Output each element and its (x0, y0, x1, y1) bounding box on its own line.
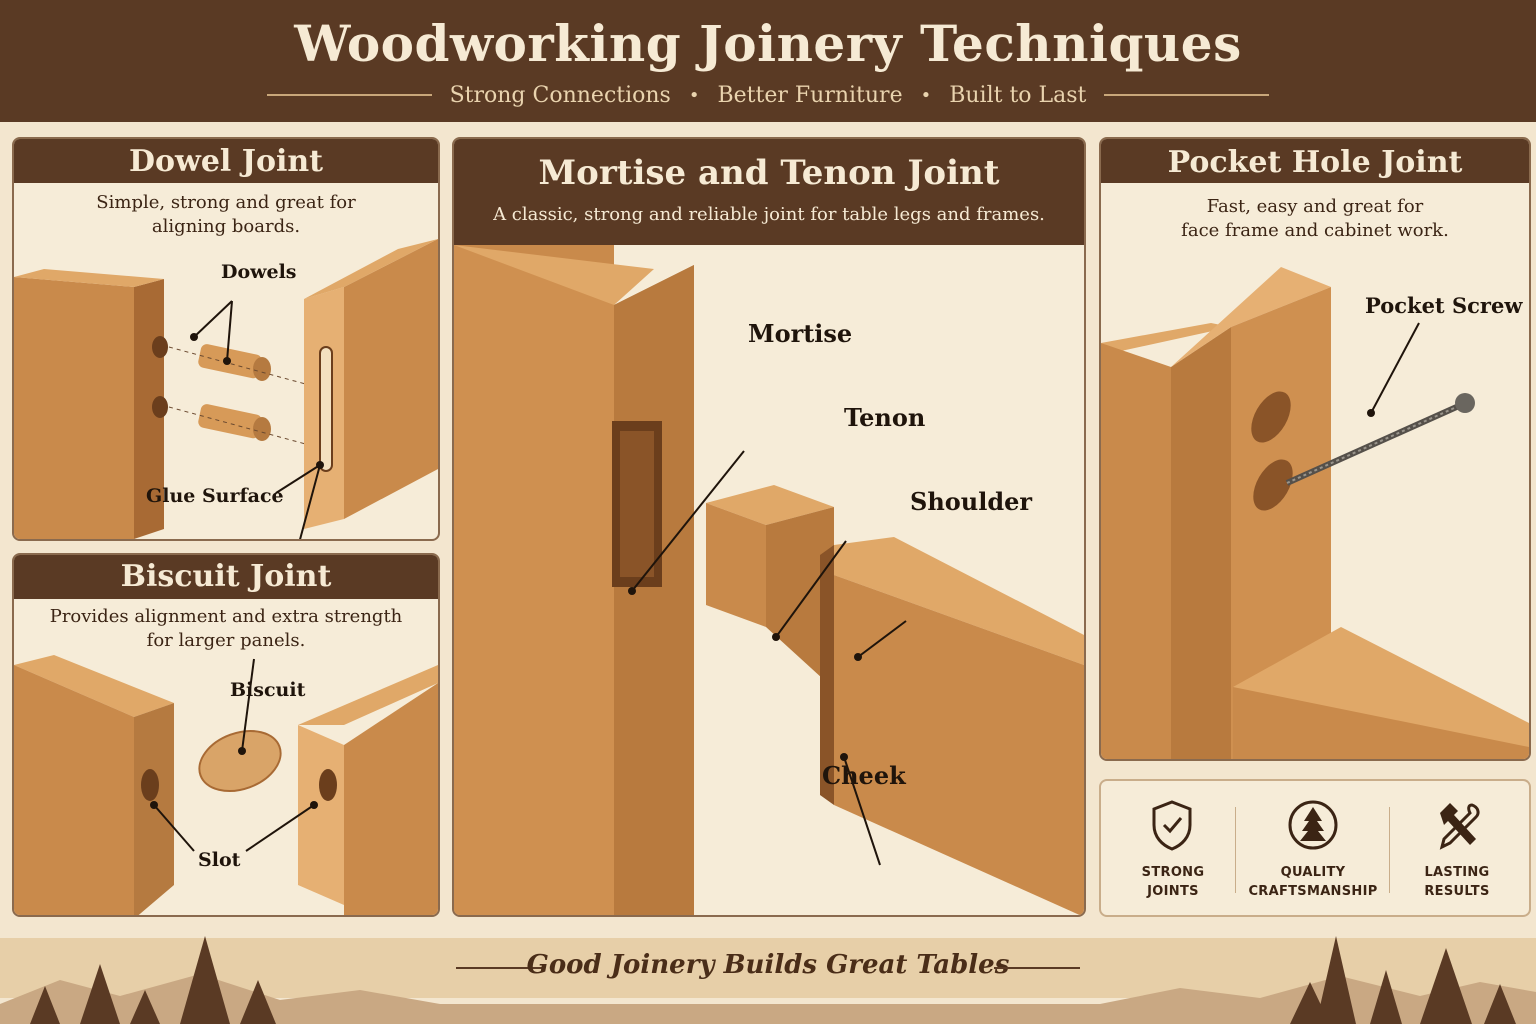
tenon-side (766, 507, 834, 689)
pocket-hole-title: Pocket Hole Joint (1101, 139, 1529, 183)
badge-line1: STRONG (1141, 865, 1205, 880)
mortise-callout: Mortise (748, 319, 853, 348)
page-title: Woodworking Joinery Techniques (294, 14, 1242, 73)
subtitle-item-1: Strong Connections (449, 82, 671, 108)
biscuit-slot-left (141, 769, 159, 801)
tree-icon (1288, 800, 1338, 850)
tenon-callout: Tenon (844, 403, 926, 432)
biscuit-wafer (198, 730, 282, 792)
badge-line2: RESULTS (1424, 884, 1490, 899)
left-panel-face (14, 665, 134, 915)
forest-silhouette-icon (0, 936, 1536, 1024)
dowel-desc-line1: Simple, strong and great for (96, 192, 356, 213)
dowel-joint-illustration (14, 239, 438, 539)
biscuit-joint-panel: Biscuit Joint Provides alignment and ext… (12, 553, 440, 917)
right-panel-face (344, 683, 438, 915)
badge-lasting-results: LASTING RESULTS (1385, 781, 1529, 915)
leg-top (454, 245, 654, 305)
dowel-hole-upper (152, 336, 168, 358)
badge-line1: QUALITY (1280, 865, 1346, 880)
footer-tagline: Good Joinery Builds Great Tables (526, 950, 1010, 980)
pocket-desc-line1: Fast, easy and great for (1206, 196, 1424, 217)
dowels-callout: Dowels (221, 261, 297, 283)
dowel-slot (319, 346, 333, 472)
subtitle-rule-right (1104, 94, 1270, 96)
rail-face (1233, 687, 1529, 759)
left-board-top (14, 269, 164, 287)
biscuit-joint-illustration (14, 655, 438, 915)
pocket-hole-illustration (1101, 267, 1529, 759)
footer-rule-right (994, 967, 1080, 969)
dowel-upper (198, 344, 271, 381)
mortise-tenon-panel: Mortise and Tenon Joint A classic, stron… (452, 137, 1086, 917)
right-board-face (344, 239, 438, 519)
bullet-icon: • (920, 84, 932, 106)
mortise-tenon-description: A classic, strong and reliable joint for… (493, 204, 1045, 225)
footer-banner: Good Joinery Builds Great Tables (0, 930, 1536, 1024)
biscuit-desc-line2: for larger panels. (146, 630, 306, 652)
left-board-face (14, 277, 134, 539)
pocket-hole-upper (1251, 391, 1291, 443)
bullet-icon: • (688, 84, 700, 106)
pocket-hole-panel: Pocket Hole Joint Fast, easy and great f… (1099, 137, 1531, 761)
shoulder-face (820, 545, 834, 805)
pocket-hole-description: Fast, easy and great for face frame and … (1111, 195, 1519, 244)
dowel-joint-panel: Dowel Joint Simple, strong and great for… (12, 137, 440, 541)
rail-top (834, 537, 1084, 665)
stile-front (1101, 343, 1171, 759)
slot-callout: Slot (198, 849, 241, 871)
stile-side (1171, 327, 1231, 759)
subtitle-rule-left (266, 94, 432, 96)
right-panel-end (298, 725, 344, 905)
dowel-joint-title: Dowel Joint (14, 139, 438, 183)
dowel-joint-description: Simple, strong and great for aligning bo… (24, 191, 428, 240)
cheek-callout: Cheek (822, 761, 906, 790)
tenon-face (706, 503, 766, 627)
hammer-wrench-icon (1439, 803, 1480, 850)
feature-badges: STRONG JOINTS QUALITY CRAFTSMANSHIP LAST… (1099, 779, 1531, 917)
shoulder-callout: Shoulder (910, 487, 1033, 516)
right-board-top (304, 239, 438, 299)
rail-face (834, 575, 1084, 915)
dowel-desc-line2: aligning boards. (151, 216, 301, 238)
biscuit-joint-description: Provides alignment and extra strength fo… (24, 605, 428, 654)
badge-divider (1235, 807, 1236, 893)
dowel-lower (198, 404, 271, 441)
left-panel-end (134, 703, 174, 915)
pocket-desc-line2: face frame and cabinet work. (1181, 220, 1449, 242)
subtitle-item-3: Built to Last (949, 82, 1087, 108)
back-board-face (1231, 287, 1331, 759)
biscuit-slot-right (319, 769, 337, 801)
right-panel-top (298, 665, 438, 725)
badge-quality-label: QUALITY CRAFTSMANSHIP (1241, 863, 1385, 901)
badge-strong-joints: STRONG JOINTS (1101, 781, 1245, 915)
glue-surface-callout: Glue Surface (146, 485, 284, 507)
pocket-hole-lower (1253, 459, 1293, 511)
badge-line1: LASTING (1424, 865, 1490, 880)
left-panel-top (14, 655, 174, 717)
badge-divider (1389, 807, 1390, 893)
biscuit-callout: Biscuit (230, 679, 306, 701)
stile-top (1101, 323, 1231, 351)
mortise-tenon-title: Mortise and Tenon Joint (454, 139, 1084, 245)
shield-check-icon (1152, 800, 1192, 851)
subtitle-item-2: Better Furniture (717, 82, 903, 108)
mortise-tenon-illustration (454, 245, 1084, 915)
tenon-top (706, 485, 834, 525)
pocket-screw-callout: Pocket Screw (1365, 293, 1523, 318)
back-board-top (1171, 267, 1331, 367)
badge-line2: JOINTS (1147, 884, 1199, 899)
badge-quality-craftsmanship: QUALITY CRAFTSMANSHIP (1241, 781, 1385, 915)
biscuit-desc-line1: Provides alignment and extra strength (49, 606, 403, 627)
badge-strong-joints-label: STRONG JOINTS (1101, 863, 1245, 901)
dowel-hole-lower (152, 396, 168, 418)
footer-rule-left (456, 967, 542, 969)
subtitle-row: Strong Connections • Better Furniture • … (0, 80, 1536, 110)
page-header: Woodworking Joinery Techniques Strong Co… (0, 0, 1536, 122)
badge-line2: CRAFTSMANSHIP (1248, 884, 1378, 899)
badge-lasting-label: LASTING RESULTS (1385, 863, 1529, 901)
biscuit-joint-title: Biscuit Joint (14, 555, 438, 599)
